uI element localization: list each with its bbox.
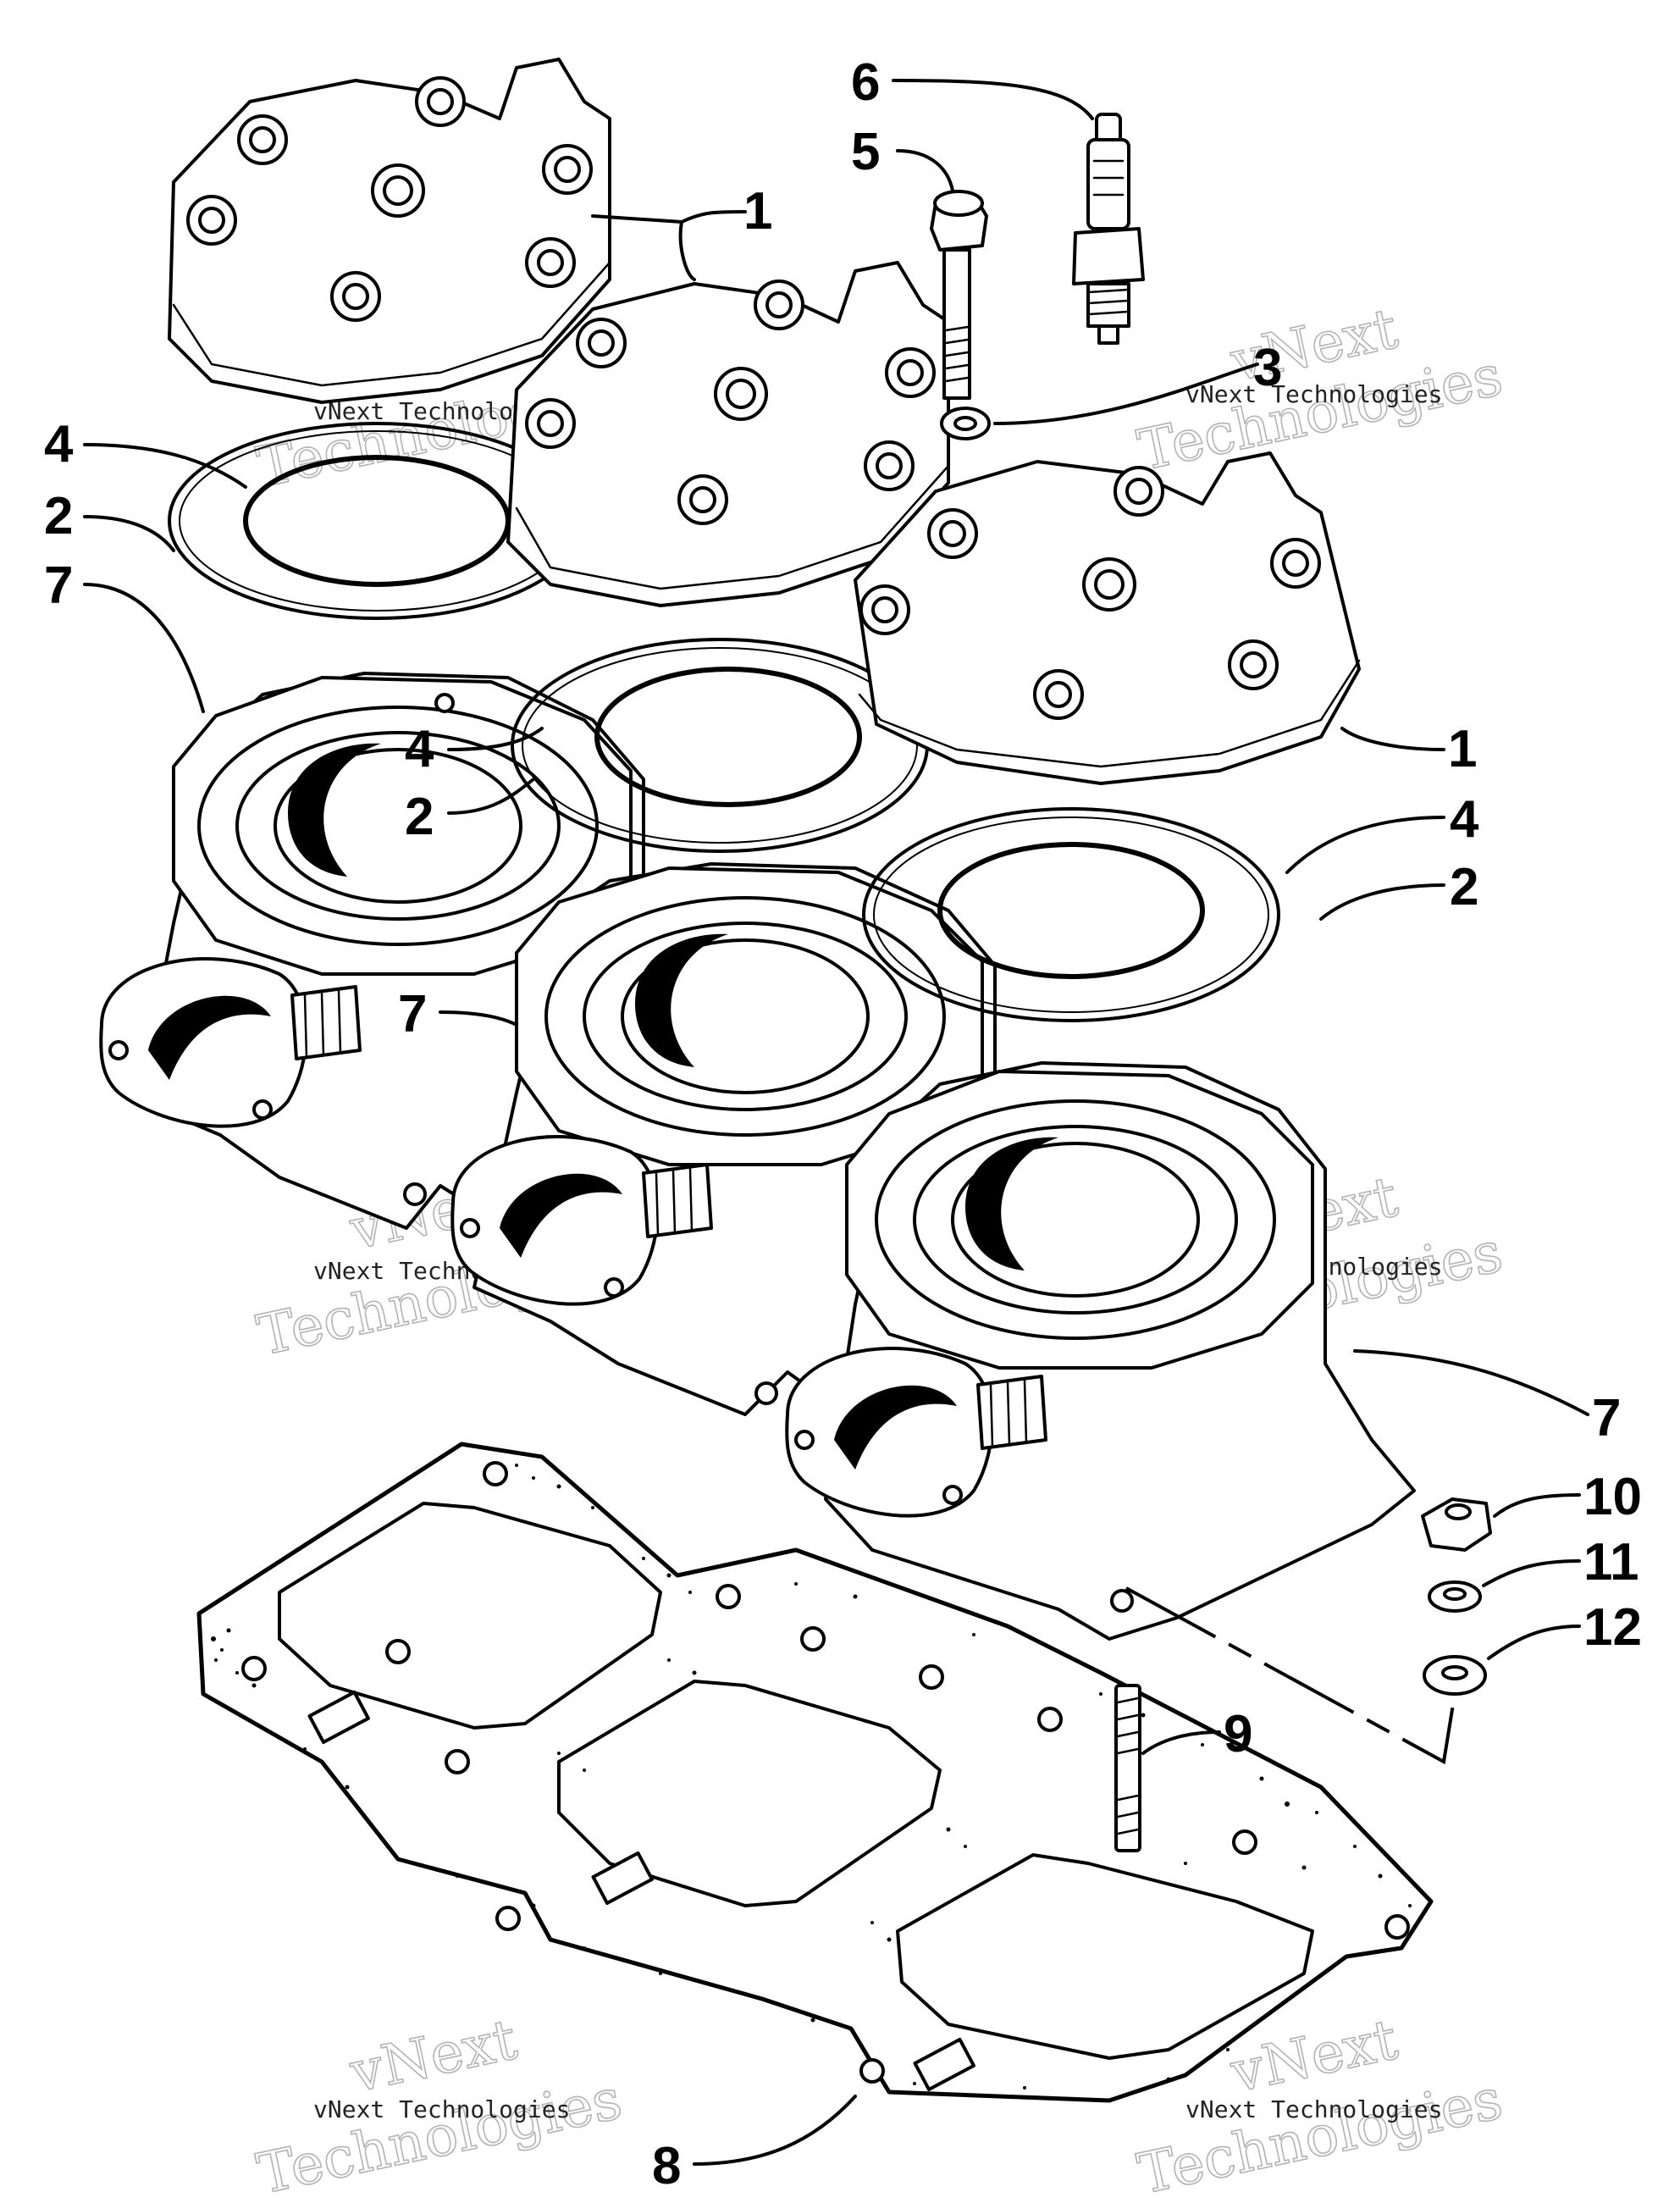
stud	[1114, 1684, 1141, 1852]
lock-washer	[1428, 1580, 1482, 1613]
callout-12: 12	[1583, 1598, 1642, 1657]
callout-3: 3	[1253, 339, 1282, 397]
flat-washer	[1423, 1655, 1487, 1696]
washer	[940, 407, 991, 440]
head-bolt	[930, 190, 988, 400]
nut	[1421, 1497, 1492, 1552]
watermark-line: vNext Technologies	[313, 2095, 570, 2123]
callout-8: 8	[652, 2137, 681, 2195]
gasket-speckle	[211, 1464, 1412, 2090]
callout-2-middle: 2	[405, 788, 434, 846]
callout-4-right: 4	[1450, 790, 1479, 849]
cylinder-middle	[450, 862, 997, 1416]
watermark-line: vNext Technologies	[1185, 380, 1442, 408]
head-gasket-right	[862, 807, 1280, 1022]
callout-2-right: 2	[1450, 858, 1478, 916]
watermark-line: vNext Technologies	[1185, 2095, 1442, 2123]
crankcase-gasket	[196, 1442, 1434, 2103]
callout-labels: 1 1 2 2 2 3 4 4 4 5 6 7 7 7 8 9 10 11 12	[44, 53, 1642, 2195]
callout-9: 9	[1224, 1705, 1252, 1763]
watermark-bottom-left: vNext Technologies vNext Technologies	[251, 2006, 628, 2203]
o-ring-middle	[594, 667, 862, 807]
callout-4-middle: 4	[405, 720, 434, 778]
callout-7-right: 7	[1592, 1389, 1621, 1447]
callout-10: 10	[1583, 1468, 1642, 1526]
callout-4-left: 4	[44, 415, 74, 473]
leader-lines	[83, 79, 1589, 2166]
o-ring-right	[937, 842, 1205, 979]
cylinder-right	[785, 1061, 1416, 1641]
cylinder-head-left	[168, 58, 611, 404]
callout-11: 11	[1583, 1533, 1639, 1591]
callout-6: 6	[851, 53, 880, 112]
callout-5: 5	[851, 123, 880, 181]
callout-2-left: 2	[44, 487, 73, 545]
callout-7-middle: 7	[398, 985, 427, 1043]
spark-plug	[1072, 113, 1145, 345]
callout-1-top: 1	[743, 182, 772, 241]
callout-1-right: 1	[1448, 720, 1477, 778]
watermark-top-right: vNext Technologies vNext Technologies	[1132, 295, 1509, 484]
callout-7-left: 7	[44, 556, 73, 615]
cylinder-head-right	[854, 451, 1361, 785]
cylinder-head-middle	[506, 261, 950, 607]
